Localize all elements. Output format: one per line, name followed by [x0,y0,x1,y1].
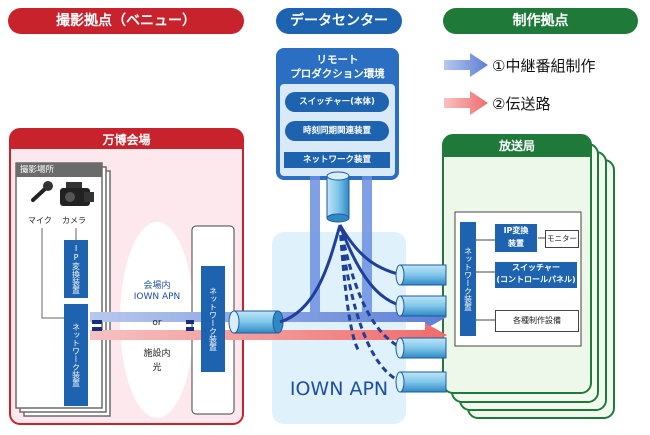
header-datacenter: データセンター [276,8,402,34]
broadcast-title: 放送局 [498,139,535,153]
venue-tube [228,310,284,334]
camera-label: カメラ [62,216,86,225]
fiber-lines [279,224,403,384]
shoot-network-label: ネットワーク装置 [71,323,81,387]
camera-icon [60,182,94,206]
header-venue: 撮影拠点（ベニュー） [8,8,244,34]
broadcast-monitor: モニター [545,230,579,248]
header-production: 制作拠点 [443,8,638,34]
broadcast-tubes [395,264,447,393]
remote-title-1: リモート [316,54,359,66]
shooting-area-title: 撮影場所 [20,165,55,175]
time-sync-pill: 時刻同期関連装置 [285,121,389,141]
venue-network-block: ネットワーク装置 [201,266,225,372]
broadcast-ip-converter-label-1: IP変換 [503,226,529,235]
expo-title: 万博会場 [102,133,151,147]
venue-network-label: ネットワーク装置 [208,287,218,351]
link-or-label: or [152,318,162,328]
link-top-label-2: IOWN APN [133,292,181,302]
dc-tube [326,171,350,223]
transmission-arrow [90,323,447,347]
mic-icon [31,181,53,202]
link-bottom-label-2: 光 [152,363,162,373]
broadcast-ip-converter-label-2: 装置 [508,239,524,248]
broadcast-switcher: スイッチャー (コントロールパネル) [495,262,577,288]
broadcast-ip-converter: IP変換 装置 [495,224,537,252]
legend-relay-label: ①中継番組制作 [492,57,596,75]
link-bottom-label-1: 施設内 [143,349,171,359]
broadcast-network-label: ネットワーク装置 [463,247,473,311]
broadcast-equipment: 各種制作設備 [495,310,579,332]
remote-title-2: プロダクション環境 [290,68,385,80]
switcher-main-pill: スイッチャー(本体) [285,92,389,112]
legend-transmission-arrow [444,91,488,115]
apn-label: IOWN APN [289,378,389,400]
shooting-wiring [41,228,77,319]
broadcast-switcher-label-2: (コントロールパネル) [496,275,576,284]
link-top-label-1: 会場内 [143,281,171,291]
mic-label: マイク [28,216,52,225]
legend-transmission-label: ②伝送路 [492,95,551,113]
legend-relay-arrow [444,53,488,77]
ip-converter-block: IP変換装置 [64,240,88,298]
ip-converter-label: IP変換装置 [71,244,81,294]
remote-network-bar: ネットワーク装置 [284,152,390,168]
broadcast-switcher-label-1: スイッチャー [512,263,560,272]
shoot-network-block: ネットワーク装置 [64,304,88,406]
iown-apn-region [272,232,406,424]
broadcast-network-block: ネットワーク装置 [460,222,476,336]
